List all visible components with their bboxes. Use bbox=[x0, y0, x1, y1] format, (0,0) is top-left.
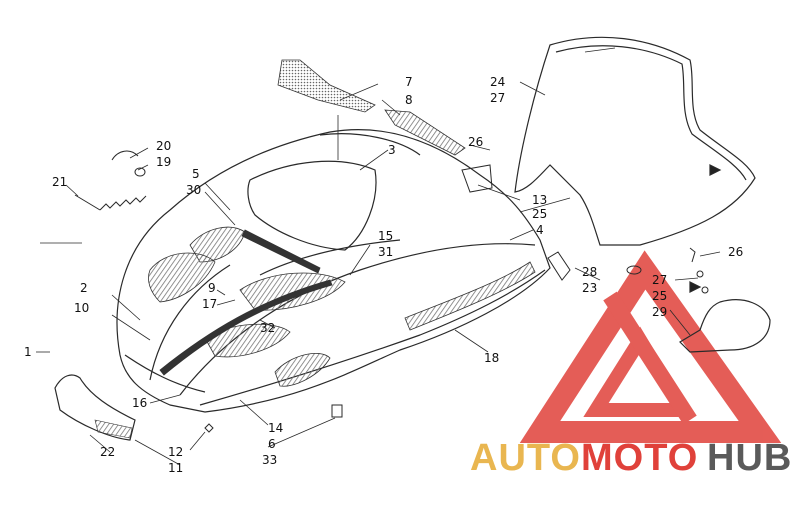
callout-22: 22 bbox=[100, 445, 115, 459]
callout-6: 6 bbox=[268, 437, 276, 451]
callout-5: 5 bbox=[192, 167, 200, 181]
callout-28: 28 bbox=[582, 265, 597, 279]
callout-23: 23 bbox=[582, 281, 597, 295]
grommet bbox=[134, 167, 146, 177]
callout-24: 24 bbox=[490, 75, 505, 89]
windshield-arrow-icon bbox=[709, 164, 722, 176]
windshield bbox=[514, 36, 756, 246]
callout-17: 17 bbox=[202, 297, 217, 311]
callout-2: 2 bbox=[80, 281, 88, 295]
decal-areas bbox=[148, 226, 536, 387]
small-parts bbox=[204, 164, 709, 433]
front-bumper-hatch bbox=[94, 419, 133, 439]
callout-7: 7 bbox=[405, 75, 413, 89]
callout-14: 14 bbox=[268, 421, 283, 435]
watermark-text: AUTO MOTO HUB bbox=[470, 437, 792, 479]
callout-3: 3 bbox=[388, 143, 396, 157]
callout-21: 21 bbox=[52, 175, 67, 189]
callout-20: 20 bbox=[156, 139, 171, 153]
decal-windshield-stripe bbox=[241, 229, 321, 274]
side-guard-arrow-icon bbox=[689, 281, 702, 293]
side-guard-outline bbox=[679, 299, 771, 353]
decal-center-stripe bbox=[159, 279, 333, 376]
watermark-word-auto: AUTO bbox=[470, 437, 581, 479]
callout-30: 30 bbox=[186, 183, 201, 197]
callout-13: 13 bbox=[532, 193, 547, 207]
callout-4: 4 bbox=[536, 223, 544, 237]
callout-9: 9 bbox=[208, 281, 216, 295]
callout-19: 19 bbox=[156, 155, 171, 169]
bolt-21 bbox=[74, 194, 101, 211]
hood-inner-crease bbox=[259, 239, 401, 276]
callout-27b: 27 bbox=[652, 273, 667, 287]
hood-lower-contour bbox=[149, 264, 231, 381]
decal-sheet-7 bbox=[277, 59, 376, 113]
windshield-outline bbox=[514, 36, 756, 246]
bracket-23 bbox=[547, 251, 571, 281]
decal-lower-right bbox=[274, 353, 331, 387]
callout-33: 33 bbox=[262, 453, 277, 467]
callout-15: 15 bbox=[378, 229, 393, 243]
screw-26b bbox=[689, 247, 696, 263]
callout-8: 8 bbox=[405, 93, 413, 107]
callout-29: 29 bbox=[652, 305, 667, 319]
watermark-logo bbox=[519, 250, 782, 443]
hood-side-panel-line bbox=[199, 269, 546, 406]
callout-26b: 26 bbox=[728, 245, 743, 259]
callout-1: 1 bbox=[24, 345, 32, 359]
callout-31: 31 bbox=[378, 245, 393, 259]
spring-coil bbox=[99, 195, 147, 211]
watermark-word-moto: MOTO bbox=[581, 437, 698, 479]
bracket-26 bbox=[461, 164, 493, 193]
decal-lower-scoop bbox=[204, 323, 291, 358]
callout-27a: 27 bbox=[490, 91, 505, 105]
leader-lines bbox=[36, 47, 721, 466]
decal-strip-8 bbox=[384, 109, 466, 156]
screw-25 bbox=[701, 286, 709, 294]
decal-side-stripe bbox=[404, 261, 536, 331]
decal-left-scoop bbox=[148, 252, 216, 303]
decal-center-scoop bbox=[239, 272, 346, 311]
hood-top-ridge bbox=[319, 133, 421, 156]
callout-16: 16 bbox=[132, 396, 147, 410]
callout-11: 11 bbox=[168, 461, 183, 475]
callout-12: 12 bbox=[168, 445, 183, 459]
hood-outline bbox=[116, 129, 551, 413]
callout-25b: 25 bbox=[652, 289, 667, 303]
top-decals bbox=[277, 59, 466, 156]
callout-26a: 26 bbox=[468, 135, 483, 149]
windshield-inner bbox=[555, 45, 747, 181]
side-guard bbox=[679, 281, 771, 353]
front-bumper bbox=[54, 374, 136, 441]
front-bumper-outline bbox=[54, 374, 136, 441]
watermark-word-hub: HUB bbox=[707, 437, 792, 479]
windshield-opening bbox=[247, 160, 377, 251]
rivet-12 bbox=[204, 423, 214, 433]
clip-33 bbox=[331, 404, 343, 418]
callout-18: 18 bbox=[484, 351, 499, 365]
washer-28 bbox=[626, 265, 642, 275]
callout-32: 32 bbox=[260, 321, 275, 335]
spring-hardware bbox=[74, 150, 147, 211]
callout-25a: 25 bbox=[532, 207, 547, 221]
callout-labels: 1 2 10 3 4 5 30 7 8 9 17 32 15 31 13 25 … bbox=[24, 75, 743, 475]
watermark-stroke bbox=[603, 291, 697, 425]
hood-center-line bbox=[179, 243, 536, 396]
hood-front-lip bbox=[124, 354, 206, 393]
callout-10: 10 bbox=[74, 301, 89, 315]
screw-27 bbox=[696, 270, 704, 278]
